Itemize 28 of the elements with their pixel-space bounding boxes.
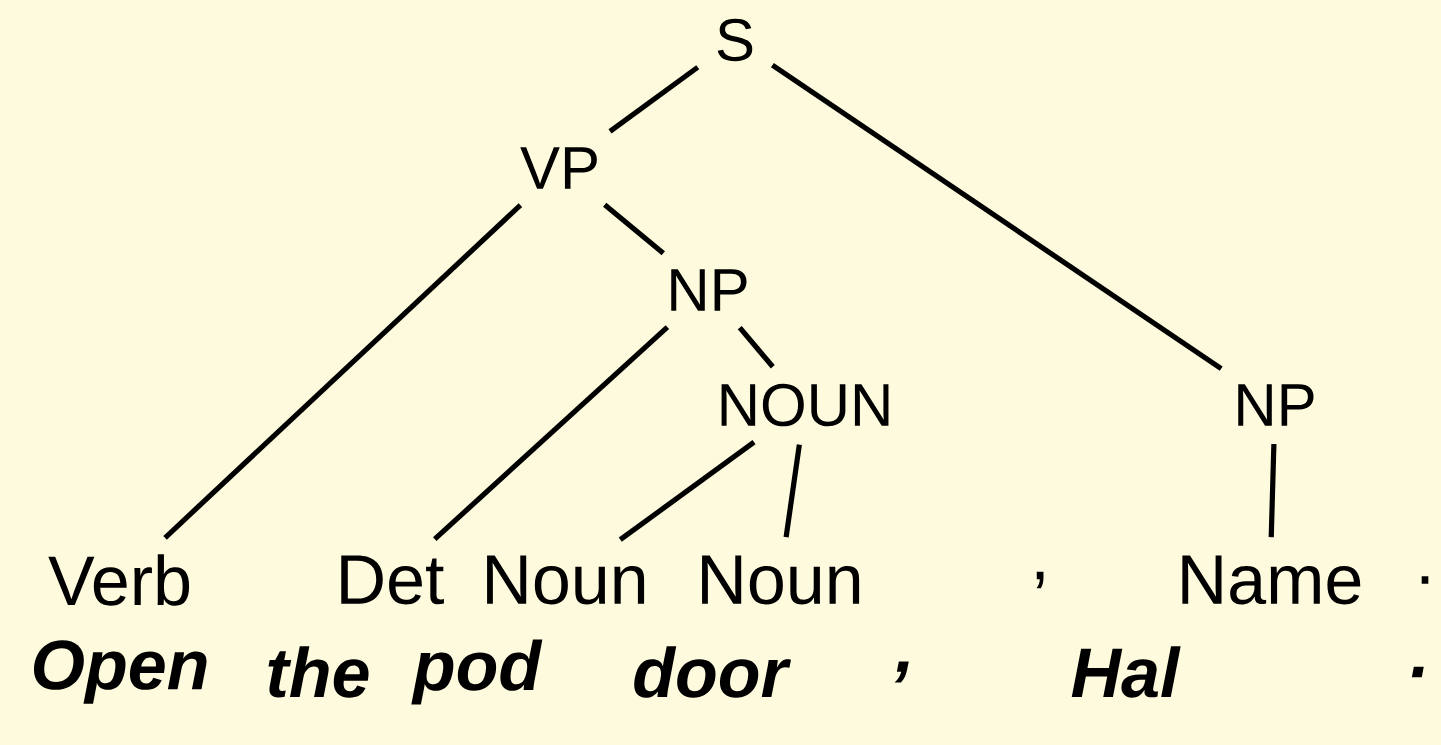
part-of-speech-label: Noun — [702, 555, 860, 605]
part-of-speech-label: Name — [1182, 555, 1361, 605]
punctuation-mark: , — [1036, 571, 1044, 589]
sentence-word: pod — [411, 639, 543, 705]
tree-branch — [163, 203, 523, 540]
sentence-word: Hal — [1071, 646, 1181, 698]
tree-branch — [432, 325, 670, 542]
tree-branch — [618, 440, 756, 542]
part-of-speech-label: Det — [341, 555, 444, 605]
sentence-word: , — [894, 661, 909, 683]
constituent-label: VP — [520, 147, 597, 189]
part-of-speech-label: Noun — [487, 555, 645, 605]
tree-branch — [1268, 443, 1277, 538]
tree-branch — [603, 202, 665, 256]
tree-branch — [783, 444, 802, 538]
constituent-label: NP — [671, 269, 747, 311]
constituent-label: NP — [1238, 384, 1314, 426]
constituent-label: NOUN — [721, 383, 889, 427]
sentence-word: door — [634, 646, 791, 698]
tree-branch — [770, 63, 1223, 371]
tree-branch — [608, 65, 700, 134]
punctuation-mark: . — [1421, 576, 1429, 584]
part-of-speech-label: Verb — [48, 554, 190, 606]
sentence-word: the — [268, 646, 369, 698]
sentence-word: Open — [33, 640, 207, 704]
constituent-label: S — [717, 18, 753, 62]
sentence-word: . — [1411, 666, 1424, 678]
tree-branch — [737, 325, 775, 369]
